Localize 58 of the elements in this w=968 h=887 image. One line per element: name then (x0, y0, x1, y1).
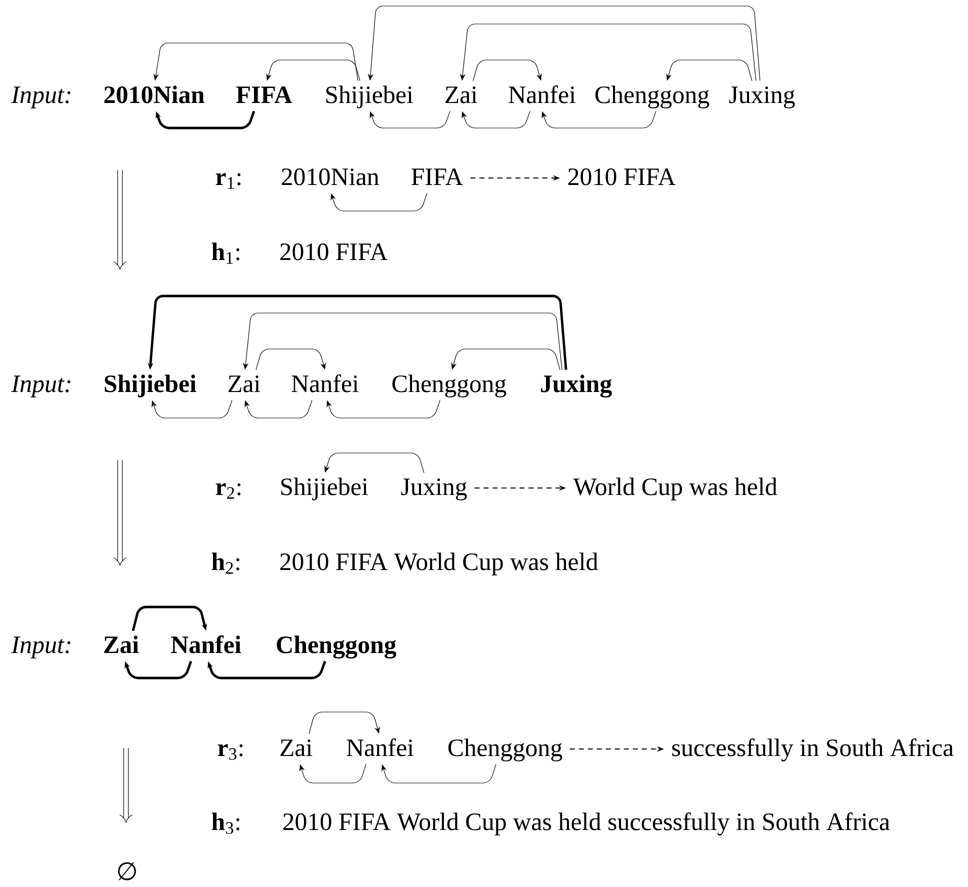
dependency-arc (132, 606, 208, 632)
word: Chenggong (276, 636, 396, 659)
label: 2010 FIFA World Cup was held successfully in South Africa (283, 812, 890, 836)
word: World Cup was held (573, 478, 778, 500)
word: Zai (446, 86, 478, 104)
dependency-arc (666, 60, 752, 82)
word: Zai (104, 636, 139, 654)
word: FIFA (412, 168, 463, 185)
dependency-arc (124, 660, 192, 680)
word: Nanfei (508, 85, 576, 104)
dependency-arc (324, 452, 424, 474)
dependency-arc (370, 110, 450, 128)
word: Nanfei (292, 374, 359, 392)
word: 2010 FIFA (568, 168, 676, 186)
dependency-arc (382, 764, 496, 784)
label: 2010 FIFA (280, 243, 388, 260)
word: Nanfei (171, 635, 242, 654)
dependency-arc (326, 400, 440, 418)
word: Shijiebei (326, 86, 413, 108)
dependency-arc (462, 110, 530, 128)
word: Nanfei (346, 738, 414, 756)
input-label: Input: (11, 636, 70, 658)
label: h$_{1}$: (212, 242, 240, 264)
word: 2010Nian (104, 86, 204, 104)
dependency-arc (208, 660, 326, 680)
word: 2010Nian (282, 168, 379, 186)
dependency-arc (152, 400, 232, 418)
word: Zai (280, 739, 312, 756)
label: h$_{2}$: (212, 552, 240, 574)
label: r$_{3}$: (218, 744, 242, 760)
word: Juxing (401, 478, 467, 500)
dependency-arc (300, 764, 366, 784)
dependency-arc (451, 348, 560, 370)
word: Shijiebei (281, 478, 368, 500)
dependency-arc (256, 348, 326, 370)
dependency-arc (472, 60, 542, 82)
dependency-arc (542, 110, 656, 128)
word: Chenggong (448, 738, 562, 762)
label: 2010 FIFA World Cup was held (280, 552, 598, 576)
word: successfully in South Africa (672, 738, 954, 762)
word: Juxing (729, 86, 795, 108)
dependency-arc (244, 400, 312, 418)
label: r$_{1}$: (216, 173, 240, 189)
label: h$_{3}$: (212, 812, 240, 834)
word: Chenggong (392, 374, 506, 398)
dependency-arc (308, 712, 380, 734)
dependency-arc (156, 110, 256, 130)
dependency-arc (330, 192, 428, 212)
label: r$_{2}$: (216, 483, 240, 499)
word: Zai (228, 375, 260, 392)
word: Chenggong (595, 86, 710, 108)
input-label: Input: (11, 86, 70, 108)
word: Shijiebei (104, 374, 196, 398)
empty-set-symbol: ∅ (118, 862, 136, 880)
word: Juxing (541, 374, 612, 398)
word: FIFA (236, 86, 292, 103)
dependency-arc (266, 60, 360, 82)
input-label: Input: (11, 376, 70, 398)
